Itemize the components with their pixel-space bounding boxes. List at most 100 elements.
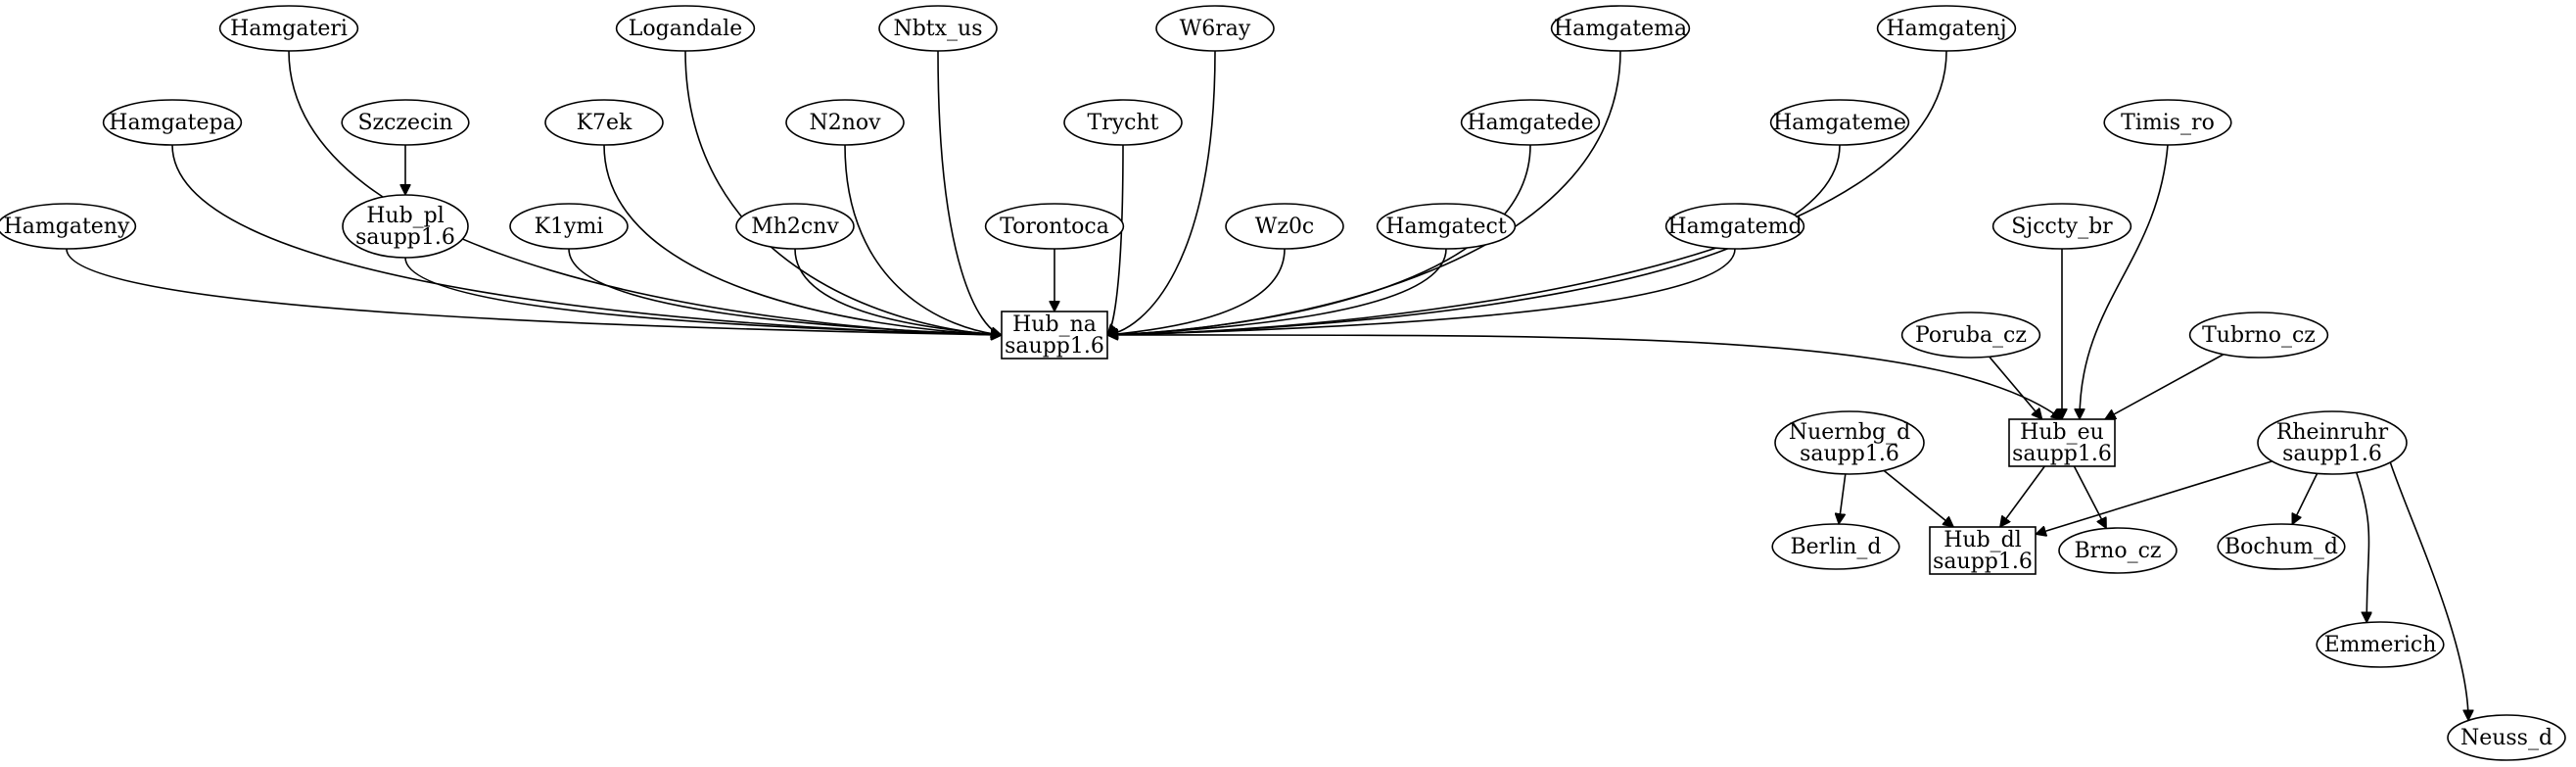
- edge-k7ek-to-hub_na: [603, 144, 1002, 335]
- node-w6ray: W6ray: [1155, 5, 1275, 52]
- edge-logandale-to-hub_na: [684, 50, 1002, 335]
- edge-nuernbg_d-to-hub_dl: [1883, 469, 1953, 527]
- edge-hamgatect-to-hub_na: [1107, 248, 1447, 335]
- node-k1ymi: K1ymi: [509, 203, 629, 250]
- node-ellipse: [102, 99, 243, 146]
- node-label: Torontoca: [1000, 215, 1109, 239]
- node-hamgateri: Hamgateri: [218, 5, 359, 52]
- edge-n2nov-to-hub_na: [844, 144, 1002, 335]
- node-hamgatema: Hamgatema: [1550, 5, 1691, 52]
- node-ellipse: [2058, 527, 2178, 574]
- node-ellipse: [0, 203, 137, 250]
- edge-nuernbg_d-to-berlin_d: [1839, 473, 1847, 524]
- node-label: Rheinruhr: [2276, 420, 2389, 445]
- node-logandale: Logandale: [615, 5, 756, 52]
- node-ellipse: [342, 194, 469, 259]
- node-trycht: Trycht: [1063, 99, 1183, 146]
- node-label: Berlin_d: [1790, 535, 1881, 559]
- node-ellipse: [785, 99, 905, 146]
- node-hamgatede: Hamgatede: [1460, 99, 1601, 146]
- node-bochum_d: Bochum_d: [2217, 523, 2346, 570]
- node-ellipse: [1664, 203, 1805, 250]
- node-label: saupp1.6: [1933, 550, 2033, 574]
- node-label: N2nov: [809, 111, 881, 135]
- node-label: Brno_cz: [2074, 539, 2161, 563]
- node-ellipse: [615, 5, 756, 52]
- node-ellipse: [1376, 203, 1517, 250]
- node-ellipse: [1550, 5, 1691, 52]
- node-nbtx_us: Nbtx_us: [878, 5, 998, 52]
- node-ellipse: [2217, 523, 2346, 570]
- node-label: K7ek: [577, 111, 632, 135]
- node-label: Emmerich: [2324, 633, 2437, 657]
- node-ellipse: [218, 5, 359, 52]
- edge-hamgatema-to-hub_na: [1107, 50, 1621, 335]
- node-poruba_cz: Poruba_cz: [1900, 312, 2041, 359]
- edge-hamgatemd-to-hub_na: [1107, 248, 1736, 335]
- node-label: Trycht: [1088, 111, 1159, 135]
- node-torontoca: Torontoca: [984, 203, 1125, 250]
- edge-hamgateri-to-hub_na: [288, 50, 1002, 335]
- node-wz0c: Wz0c: [1225, 203, 1344, 250]
- node-label: Hamgatemd: [1667, 215, 1802, 239]
- node-ellipse: [1876, 5, 2017, 52]
- node-ellipse: [1774, 410, 1925, 475]
- node-berlin_d: Berlin_d: [1771, 523, 1900, 570]
- node-label: Hub_eu: [2020, 420, 2104, 445]
- node-label: Hamgateme: [1773, 111, 1906, 135]
- edge-nbtx_us-to-hub_na: [937, 50, 1002, 335]
- node-hamgatemd: Hamgatemd: [1664, 203, 1805, 250]
- edge-k1ymi-to-hub_na: [568, 248, 1002, 335]
- node-label: Hamgateny: [4, 215, 130, 239]
- node-label: Timis_ro: [2121, 111, 2215, 135]
- node-label: saupp1.6: [2282, 442, 2382, 466]
- node-box: [1001, 311, 1108, 360]
- node-label: K1ymi: [535, 215, 604, 239]
- node-brno_cz: Brno_cz: [2058, 527, 2178, 574]
- node-ellipse: [2188, 312, 2329, 359]
- node-timis_ro: Timis_ro: [2103, 99, 2232, 146]
- edge-hub_eu-to-brno_cz: [2073, 465, 2108, 528]
- node-label: Hamgatenj: [1886, 17, 2006, 41]
- edge-rheinruhr-to-neuss_d: [2389, 461, 2468, 721]
- edge-rheinruhr-to-emmerich: [2355, 472, 2369, 622]
- node-label: Nbtx_us: [893, 17, 982, 41]
- node-ellipse: [1225, 203, 1344, 250]
- node-label: Hamgatect: [1385, 215, 1507, 239]
- edge-tubrno_cz-to-hub_eu: [2105, 354, 2225, 420]
- node-emmerich: Emmerich: [2316, 621, 2445, 668]
- node-ellipse: [2316, 621, 2445, 668]
- node-label: Hub_pl: [366, 204, 445, 228]
- node-box: [1929, 526, 2037, 575]
- edge-w6ray-to-hub_na: [1107, 50, 1216, 335]
- node-label: Sjccty_br: [2011, 215, 2113, 239]
- node-label: Poruba_cz: [1915, 323, 2027, 348]
- node-label: Hamgatema: [1554, 17, 1687, 41]
- node-ellipse: [1900, 312, 2041, 359]
- node-label: Mh2cnv: [751, 215, 839, 239]
- edges: [66, 50, 2468, 721]
- node-hamgatect: Hamgatect: [1376, 203, 1517, 250]
- edge-mh2cnv-to-hub_na: [794, 248, 1002, 335]
- edge-hub_eu-to-hub_dl: [2000, 465, 2045, 527]
- node-label: Tubrno_cz: [2202, 323, 2316, 348]
- node-ellipse: [1769, 99, 1910, 146]
- node-ellipse: [878, 5, 998, 52]
- node-ellipse: [2257, 410, 2408, 475]
- node-ellipse: [1991, 203, 2132, 250]
- node-label: Szczecin: [357, 111, 452, 135]
- node-label: Hub_dl: [1944, 528, 2022, 552]
- node-label: Bochum_d: [2225, 535, 2338, 559]
- node-hamgateme: Hamgateme: [1769, 99, 1910, 146]
- node-label: W6ray: [1180, 17, 1251, 41]
- edge-hamgateme-to-hub_na: [1107, 144, 1841, 335]
- node-ellipse: [984, 203, 1125, 250]
- node-label: Nuernbg_d: [1789, 420, 1910, 445]
- edge-hub_na-to-hub_eu: [1106, 334, 2062, 419]
